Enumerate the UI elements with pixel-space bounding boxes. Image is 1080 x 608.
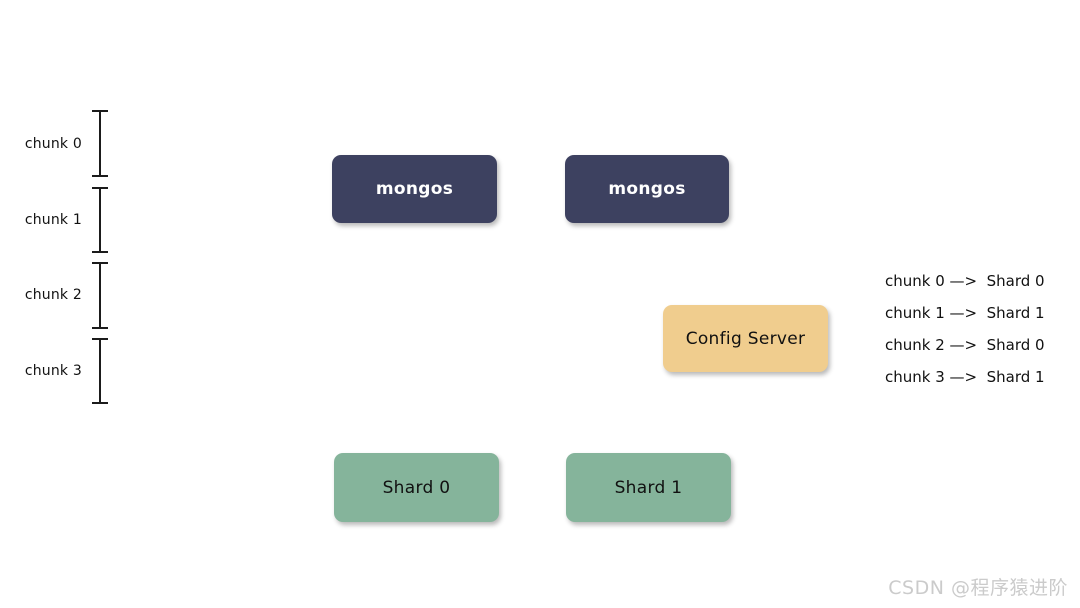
shard-0-node: Shard 0 (334, 453, 499, 522)
chunk-shard-mapping-list: chunk 0 —> Shard 0 chunk 1 —> Shard 1 ch… (885, 265, 1045, 393)
chunk-0-bracket (92, 110, 108, 177)
mongos-node-right-label: mongos (608, 179, 686, 199)
shard-1-node: Shard 1 (566, 453, 731, 522)
mapping-line-chunk-2: chunk 2 —> Shard 0 (885, 336, 1045, 354)
chunk-1-label: chunk 1 (24, 212, 82, 228)
chunk-2-bracket (92, 262, 108, 329)
mapping-line-chunk-0: chunk 0 —> Shard 0 (885, 272, 1045, 290)
shard-0-node-label: Shard 0 (382, 477, 451, 498)
mongos-node-right: mongos (565, 155, 729, 223)
mongos-node-left: mongos (332, 155, 497, 223)
chunk-3-label: chunk 3 (24, 363, 82, 379)
shard-1-node-label: Shard 1 (614, 477, 683, 498)
chunk-0-label: chunk 0 (24, 136, 82, 152)
mapping-line-chunk-1: chunk 1 —> Shard 1 (885, 304, 1045, 322)
chunk-2-label: chunk 2 (24, 287, 82, 303)
config-server-node: Config Server (663, 305, 828, 372)
chunk-1-bracket (92, 187, 108, 253)
csdn-watermark: CSDN @程序猿进阶 (888, 577, 1068, 599)
chunk-3-bracket (92, 338, 108, 404)
config-server-node-label: Config Server (685, 328, 806, 349)
mapping-line-chunk-3: chunk 3 —> Shard 1 (885, 368, 1045, 386)
mongos-node-left-label: mongos (375, 179, 454, 199)
